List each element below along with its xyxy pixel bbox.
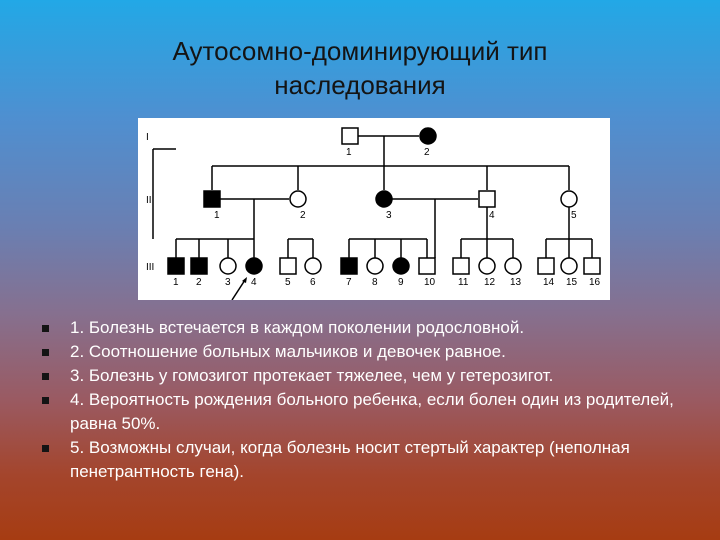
bullet-icon (42, 349, 49, 356)
proband-arrow-head (242, 277, 247, 283)
male-affected-icon (167, 257, 185, 275)
point-text: 5. Возможны случаи, когда болезнь носит … (70, 438, 630, 481)
point-text: 2. Соотношение больных мальчиков и девоч… (70, 342, 506, 361)
male-healthy-icon (418, 257, 436, 275)
list-item: 4. Вероятность рождения больного ребенка… (42, 388, 702, 436)
slide-title-line-2: наследования (274, 70, 446, 100)
female-affected-icon (375, 190, 393, 208)
person-number: 12 (484, 277, 496, 288)
person-number: 5 (571, 210, 577, 221)
female-healthy-icon (304, 257, 322, 275)
female-healthy-icon (366, 257, 384, 275)
list-item: 1. Болезнь встечается в каждом поколении… (42, 316, 702, 340)
male-affected-icon (203, 190, 221, 208)
female-healthy-icon (478, 257, 496, 275)
male-healthy-icon (583, 257, 601, 275)
point-text: 1. Болезнь встечается в каждом поколении… (70, 318, 525, 337)
female-healthy-icon (560, 190, 578, 208)
person-number: 9 (398, 277, 404, 288)
person-number: 1 (346, 147, 352, 158)
person-number: 7 (346, 277, 352, 288)
list-item: 3. Болезнь у гомозигот протекает тяжелее… (42, 364, 702, 388)
list-item: 2. Соотношение больных мальчиков и девоч… (42, 340, 702, 364)
female-affected-icon (419, 127, 437, 145)
male-healthy-icon (537, 257, 555, 275)
person-number: 1 (214, 210, 220, 221)
female-healthy-icon (560, 257, 578, 275)
male-affected-icon (340, 257, 358, 275)
female-affected-icon (245, 257, 263, 275)
person-number: 2 (300, 210, 306, 221)
person-number: 1 (173, 277, 179, 288)
person-number: 11 (458, 277, 469, 288)
female-healthy-icon (504, 257, 522, 275)
person-number: 3 (225, 277, 231, 288)
bullet-icon (42, 373, 49, 380)
generation-label-III: III (146, 262, 154, 273)
slide-title: Аутосомно-доминирующий тип наследования (60, 34, 660, 102)
person-number: 5 (285, 277, 291, 288)
person-number: 10 (424, 277, 436, 288)
point-text: 4. Вероятность рождения больного ребенка… (70, 390, 674, 433)
person-number: 13 (510, 277, 522, 288)
list-item: 5. Возможны случаи, когда болезнь носит … (42, 436, 702, 484)
bullet-icon (42, 325, 49, 332)
person-number: 2 (424, 147, 430, 158)
female-affected-icon (392, 257, 410, 275)
male-healthy-icon (478, 190, 496, 208)
person-number: 15 (566, 277, 578, 288)
bullet-icon (42, 397, 49, 404)
generation-label-I: I (146, 132, 149, 143)
bullet-icon (42, 445, 49, 452)
person-number: 14 (543, 277, 555, 288)
female-healthy-icon (219, 257, 237, 275)
person-number: 16 (589, 277, 601, 288)
slide-title-line-1: Аутосомно-доминирующий тип (172, 36, 548, 66)
inheritance-points-list: 1. Болезнь встечается в каждом поколении… (42, 316, 702, 484)
female-healthy-icon (289, 190, 307, 208)
male-healthy-icon (341, 127, 359, 145)
person-number: 6 (310, 277, 316, 288)
male-healthy-icon (279, 257, 297, 275)
person-number: 3 (386, 210, 392, 221)
male-affected-icon (190, 257, 208, 275)
proband-arrow (231, 279, 246, 300)
person-number: 2 (196, 277, 202, 288)
person-number: 4 (251, 277, 257, 288)
point-text: 3. Болезнь у гомозигот протекает тяжелее… (70, 366, 554, 385)
person-number: 8 (372, 277, 378, 288)
male-healthy-icon (452, 257, 470, 275)
generation-label-II: II (146, 195, 152, 206)
person-number: 4 (489, 210, 495, 221)
